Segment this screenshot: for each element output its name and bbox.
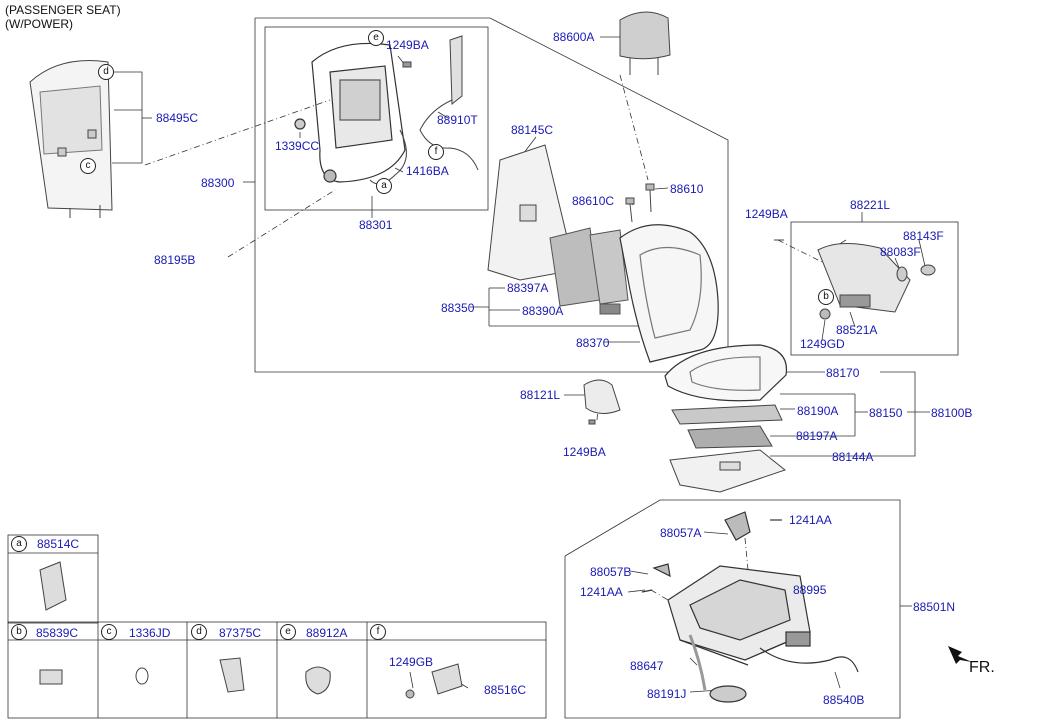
legend-letter-b: b [11,624,27,640]
label-1249BA-side: 1249BA [563,445,606,459]
cushion-side-box [790,221,959,356]
legend-part-d: 87375C [219,626,262,640]
diagram-title-seat: (PASSENGER SEAT) [5,3,121,17]
legend-drawings [39,561,463,699]
label-1241AA-left: 1241AA [580,585,623,599]
label-88350: 88350 [441,301,475,315]
frame-inner-box [264,26,489,211]
back-trim-cover-drawing [619,224,719,363]
label-88143F: 88143F [903,229,944,243]
legend-box-a [7,534,99,624]
side-cover-drawing [583,379,621,425]
callout-a: a [376,178,392,194]
callout-d: d [98,64,114,80]
callout-e: e [368,30,384,46]
legend-letter-e: e [280,624,296,640]
label-88221L: 88221L [850,198,891,212]
label-88910T: 88910T [437,113,478,127]
label-88121L: 88121L [520,388,561,402]
legend-letter-c: c [101,624,117,640]
legend-part-e: 88912A [306,626,348,640]
callout-f: f [428,144,444,160]
legend-part-a: 88514C [37,537,80,551]
back-cover-drawing [29,60,113,218]
label-1249BA-frame: 1249BA [386,38,429,52]
cushion-cover-drawing [664,344,788,402]
label-88600A: 88600A [553,30,595,44]
label-88516C: 88516C [484,683,527,697]
legend-part-b: 85839C [36,626,79,640]
label-88195B: 88195B [154,253,196,267]
diagram-title-power: (W/POWER) [5,17,73,31]
label-88150: 88150 [869,406,903,420]
legend-letter-a: a [11,536,27,552]
side-shield-drawing [774,239,936,320]
legend-part-c: 1336JD [129,626,171,640]
headrest-drawing [619,11,671,75]
label-88647: 88647 [630,659,664,673]
label-88300: 88300 [201,176,235,190]
label-88610C: 88610C [572,194,615,208]
label-88170: 88170 [826,366,860,380]
seat-track-frame-drawing [641,511,859,703]
label-88145C: 88145C [511,123,554,137]
label-88397A: 88397A [507,281,549,295]
label-1249GD: 1249GD [800,337,845,351]
label-1249GB: 1249GB [389,655,434,669]
back-heater-drawing [549,227,629,315]
legend-letter-d: d [191,624,207,640]
cushion-heater-drawing [671,404,783,449]
label-88301: 88301 [359,218,393,232]
legend-letter-f: f [370,624,386,640]
label-88190A: 88190A [797,404,839,418]
label-88521A: 88521A [836,323,878,337]
seatback-group-outline [254,17,729,373]
label-1339CC: 1339CC [275,139,320,153]
callout-c: c [80,158,96,174]
cushion-pad-drawing [669,449,787,493]
label-88495C: 88495C [156,111,199,125]
label-88057B: 88057B [590,565,632,579]
label-88083F: 88083F [880,245,921,259]
label-88610: 88610 [670,182,704,196]
back-frame-drawing [294,42,406,183]
label-1249BA-shield: 1249BA [745,207,788,221]
callout-b: b [818,289,834,305]
label-88197A: 88197A [796,429,838,443]
seat-frame-box [564,499,901,719]
label-88370: 88370 [576,336,610,350]
label-88057A: 88057A [660,526,702,540]
label-88995: 88995 [793,583,827,597]
label-88501N: 88501N [913,600,956,614]
label-1241AA-top: 1241AA [789,513,832,527]
headrest-guide-drawing [625,183,655,223]
label-88144A: 88144A [832,450,874,464]
label-1416BA: 1416BA [406,164,449,178]
label-88191J: 88191J [647,687,687,701]
front-direction-label: FR. [969,659,995,676]
label-88540B: 88540B [823,693,865,707]
label-88100B: 88100B [931,406,973,420]
label-88390A: 88390A [522,304,564,318]
front-direction-arrow [948,646,972,664]
